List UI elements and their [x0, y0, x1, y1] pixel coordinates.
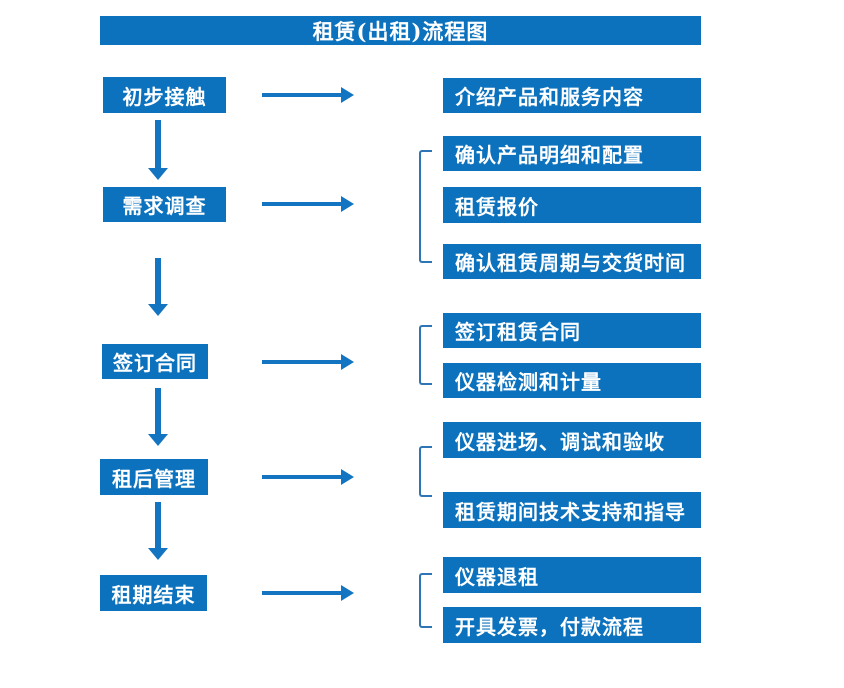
down-arrow-icon [148, 120, 168, 180]
right-arrow-icon [262, 469, 354, 485]
arrow-head [148, 168, 168, 180]
arrow-head [341, 354, 354, 370]
detail-box-instrument-return: 仪器退租 [443, 557, 701, 593]
arrow-shaft [155, 502, 161, 550]
down-arrow-icon [148, 388, 168, 446]
arrow-head [148, 434, 168, 446]
detail-box-confirm-product-details: 确认产品明细和配置 [443, 136, 701, 171]
group-bracket-rental-end [419, 573, 432, 628]
detail-box-instrument-setup-acceptance: 仪器进场、调试和验收 [443, 422, 701, 458]
detail-box-rental-quotation: 租赁报价 [443, 187, 701, 223]
detail-box-technical-support: 租赁期间技术支持和指导 [443, 492, 701, 528]
detail-box-invoice-payment: 开具发票，付款流程 [443, 607, 701, 643]
arrow-shaft [262, 93, 343, 97]
right-arrow-icon [262, 354, 354, 370]
stage-box-demand-survey: 需求调查 [103, 187, 226, 222]
arrow-shaft [155, 120, 161, 170]
detail-box-sign-rental-contract: 签订租赁合同 [443, 313, 701, 348]
arrow-head [148, 304, 168, 316]
group-bracket-demand-survey [419, 150, 432, 263]
stage-box-initial-contact: 初步接触 [103, 77, 226, 113]
arrow-shaft [155, 388, 161, 436]
arrow-head [341, 585, 354, 601]
arrow-shaft [262, 591, 343, 595]
detail-box-instrument-inspection: 仪器检测和计量 [443, 363, 701, 398]
arrow-shaft [155, 258, 161, 306]
right-arrow-icon [262, 585, 354, 601]
arrow-shaft [262, 202, 343, 206]
detail-box-introduce-products: 介绍产品和服务内容 [443, 78, 701, 113]
down-arrow-icon [148, 258, 168, 316]
right-arrow-icon [262, 87, 354, 103]
group-bracket-post-rental [419, 446, 432, 497]
arrow-head [148, 548, 168, 560]
arrow-head [341, 87, 354, 103]
flowchart-title: 租赁(出租)流程图 [100, 16, 701, 45]
stage-box-post-rental-management: 租后管理 [100, 459, 208, 495]
stage-box-sign-contract: 签订合同 [102, 344, 208, 379]
arrow-shaft [262, 360, 343, 364]
arrow-head [341, 469, 354, 485]
arrow-shaft [262, 475, 343, 479]
detail-box-confirm-rental-period: 确认租赁周期与交货时间 [443, 244, 701, 279]
stage-box-rental-end: 租期结束 [100, 575, 207, 611]
group-bracket-sign-contract [419, 325, 432, 385]
arrow-head [341, 196, 354, 212]
right-arrow-icon [262, 196, 354, 212]
down-arrow-icon [148, 502, 168, 560]
